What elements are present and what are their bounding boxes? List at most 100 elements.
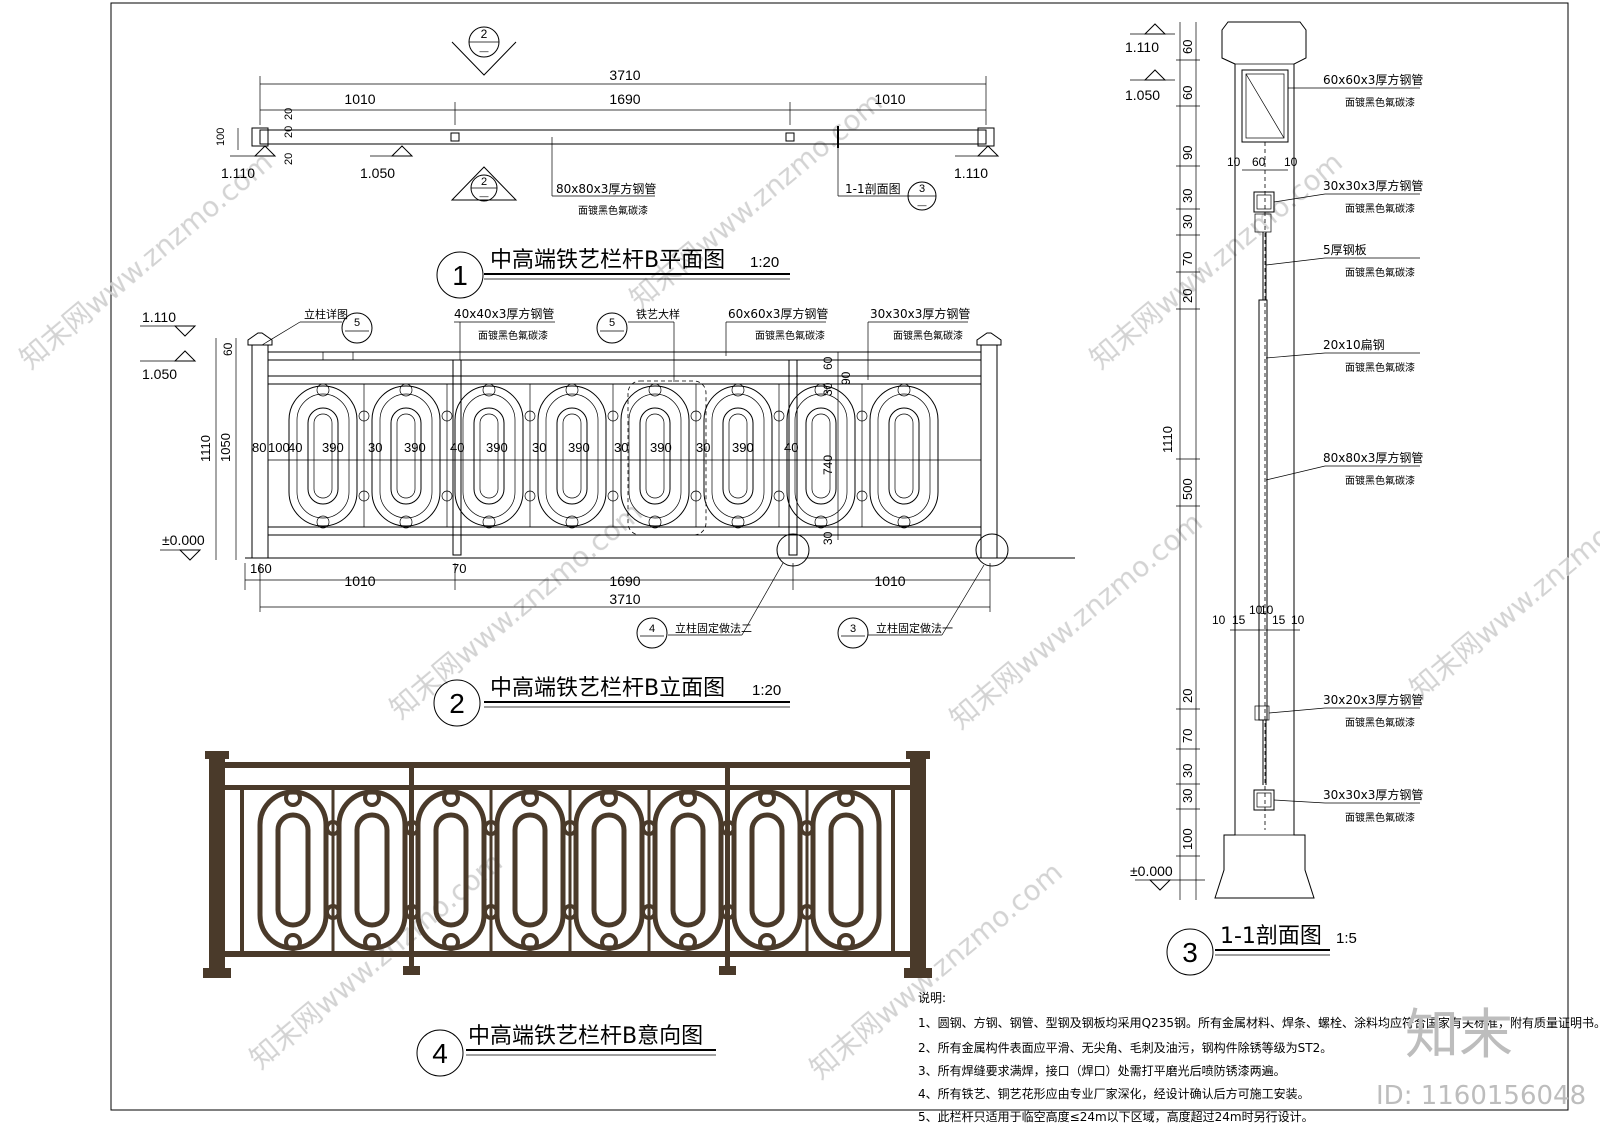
svg-text:160: 160 — [250, 561, 272, 576]
inner-dim-label: 40 — [784, 440, 798, 455]
section-vdim-label: 70 — [1180, 252, 1195, 266]
svg-text:90: 90 — [839, 371, 853, 385]
section-vdim-label: 30 — [1180, 189, 1195, 203]
plan-total-dim: 3710 — [609, 67, 640, 83]
section-label-note: 面镀黑色氟碳漆 — [1345, 361, 1415, 374]
inner-dim-label: 390 — [732, 440, 754, 455]
intent-ornament-unit — [415, 789, 499, 951]
section-label-note: 面镀黑色氟碳漆 — [1345, 811, 1415, 824]
svg-text:10: 10 — [1212, 613, 1226, 627]
image-id: ID: 1160156048 — [1376, 1081, 1586, 1111]
svg-text:10: 10 — [1284, 155, 1298, 169]
plan-seg-dim: 1010 — [874, 91, 905, 107]
svg-text:10: 10 — [1291, 613, 1305, 627]
elevation-ornament-pattern — [288, 383, 939, 529]
svg-text:立柱固定做法一: 立柱固定做法一 — [876, 621, 953, 635]
section-vdim-label: 60 — [1180, 86, 1195, 100]
elevation-marker-top: 2 — — [451, 26, 517, 76]
svg-text:1.050: 1.050 — [1125, 87, 1160, 103]
svg-text:30: 30 — [821, 382, 835, 396]
svg-text:1-1剖面图: 1-1剖面图 — [845, 182, 901, 196]
elevation-marker-bottom: 2 — — [450, 166, 518, 202]
brand-logo: 知末 — [1405, 1003, 1513, 1066]
svg-text:3710: 3710 — [609, 591, 640, 607]
section-label: 80x80x3厚方钢管 — [1323, 450, 1423, 465]
section-vdim-label: 30 — [1180, 215, 1195, 229]
inner-dim-label: 80 — [252, 440, 266, 455]
section-label: 20x10扁钢 — [1323, 338, 1385, 352]
section-label: 30x30x3厚方钢管 — [1323, 178, 1423, 193]
svg-text:立柱详图: 立柱详图 — [304, 307, 348, 321]
intent-ornament-unit — [336, 789, 420, 951]
section-title-number: 3 — [1182, 937, 1198, 968]
svg-text:—: — — [480, 191, 489, 201]
ornament-unit — [288, 383, 370, 529]
section-label: 60x60x3厚方钢管 — [1323, 72, 1423, 87]
section-vdim-label: 500 — [1180, 478, 1195, 500]
notes-heading: 说明: — [918, 990, 946, 1005]
svg-text:1010: 1010 — [344, 573, 375, 589]
section-labels: 60x60x3厚方钢管面镀黑色氟碳漆30x30x3厚方钢管面镀黑色氟碳漆5厚钢板… — [1265, 72, 1423, 824]
svg-text:1690: 1690 — [609, 573, 640, 589]
svg-text:1.050: 1.050 — [142, 366, 177, 382]
svg-text:1.110: 1.110 — [1125, 39, 1159, 55]
note-item: 5、此栏杆只适用于临空高度≤24m以下区域，高度超过24m时另行设计。 — [918, 1109, 1314, 1124]
intent-ornament-unit — [257, 789, 341, 951]
intent-title: 中高端铁艺栏杆B意向图 — [468, 1024, 703, 1049]
ornament-unit — [371, 383, 453, 529]
inner-dim-label: 390 — [568, 440, 590, 455]
svg-text:20: 20 — [283, 108, 295, 120]
plan-view: 2 — 3710 1010 1690 1010 100 20 20 20 1.1… — [215, 26, 1000, 299]
plan-scale: 1:20 — [750, 254, 779, 271]
svg-text:面镀黑色氟碳漆: 面镀黑色氟碳漆 — [478, 329, 548, 342]
svg-text:面镀黑色氟碳漆: 面镀黑色氟碳漆 — [893, 329, 963, 342]
svg-text:740: 740 — [821, 455, 835, 475]
svg-text:1.110: 1.110 — [954, 165, 988, 181]
section-vdim-label: 20 — [1180, 689, 1195, 703]
section-label: 30x30x3厚方钢管 — [1323, 787, 1423, 802]
svg-text:15: 15 — [1232, 613, 1246, 627]
ornament-unit — [703, 383, 785, 529]
svg-text:30x30x3厚方钢管: 30x30x3厚方钢管 — [870, 306, 970, 321]
ornament-unit — [786, 383, 868, 529]
svg-text:10: 10 — [1260, 603, 1274, 617]
svg-text:5: 5 — [609, 317, 615, 329]
inner-dim-label: 100 — [268, 440, 290, 455]
section-vdim-label: 30 — [1180, 764, 1195, 778]
note-item: 4、所有铁艺、铜艺花形应由专业厂家深化，经设计确认后方可施工安装。 — [918, 1086, 1310, 1101]
svg-text:±0.000: ±0.000 — [162, 532, 205, 548]
svg-text:60x60x3厚方钢管: 60x60x3厚方钢管 — [728, 306, 828, 321]
elevation-view: 1.110 1.050 ±0.000 60 1110 1050 — [140, 306, 1075, 727]
svg-text:—: — — [480, 46, 489, 56]
ornament-unit — [620, 383, 702, 529]
watermark-text: 知末网www.znzmo.com — [943, 505, 1208, 735]
section-label-note: 面镀黑色氟碳漆 — [1345, 266, 1415, 279]
inner-dim-label: 40 — [450, 440, 464, 455]
section-vdim-label: 70 — [1180, 729, 1195, 743]
watermark-text: 知末网www.znzmo.com — [1403, 475, 1600, 705]
svg-text:3: 3 — [850, 623, 856, 635]
svg-text:1010: 1010 — [874, 573, 905, 589]
intent-ornament-unit — [652, 789, 736, 951]
svg-text:2: 2 — [481, 27, 488, 41]
section-scale: 1:5 — [1336, 930, 1357, 947]
intent-ornament-unit — [494, 789, 578, 951]
section-vdim-label: 20 — [1180, 289, 1195, 303]
svg-text:3: 3 — [919, 183, 925, 195]
svg-text:20: 20 — [283, 126, 295, 138]
intent-title-number: 4 — [432, 1038, 448, 1069]
intent-ornament-unit — [573, 789, 657, 951]
svg-text:1.050: 1.050 — [360, 165, 395, 181]
svg-text:2: 2 — [481, 176, 487, 188]
section-vdim-label: 90 — [1180, 146, 1195, 160]
svg-text:15: 15 — [1272, 613, 1286, 627]
elevation-scale: 1:20 — [752, 682, 781, 699]
intent-ornament-unit — [810, 789, 882, 951]
svg-text:70: 70 — [452, 561, 466, 576]
svg-text:面镀黑色氟碳漆: 面镀黑色氟碳漆 — [755, 329, 825, 342]
svg-text:面镀黑色氟碳漆: 面镀黑色氟碳漆 — [578, 204, 648, 217]
svg-text:1110: 1110 — [198, 435, 213, 462]
svg-text:铁艺大样: 铁艺大样 — [636, 307, 680, 321]
